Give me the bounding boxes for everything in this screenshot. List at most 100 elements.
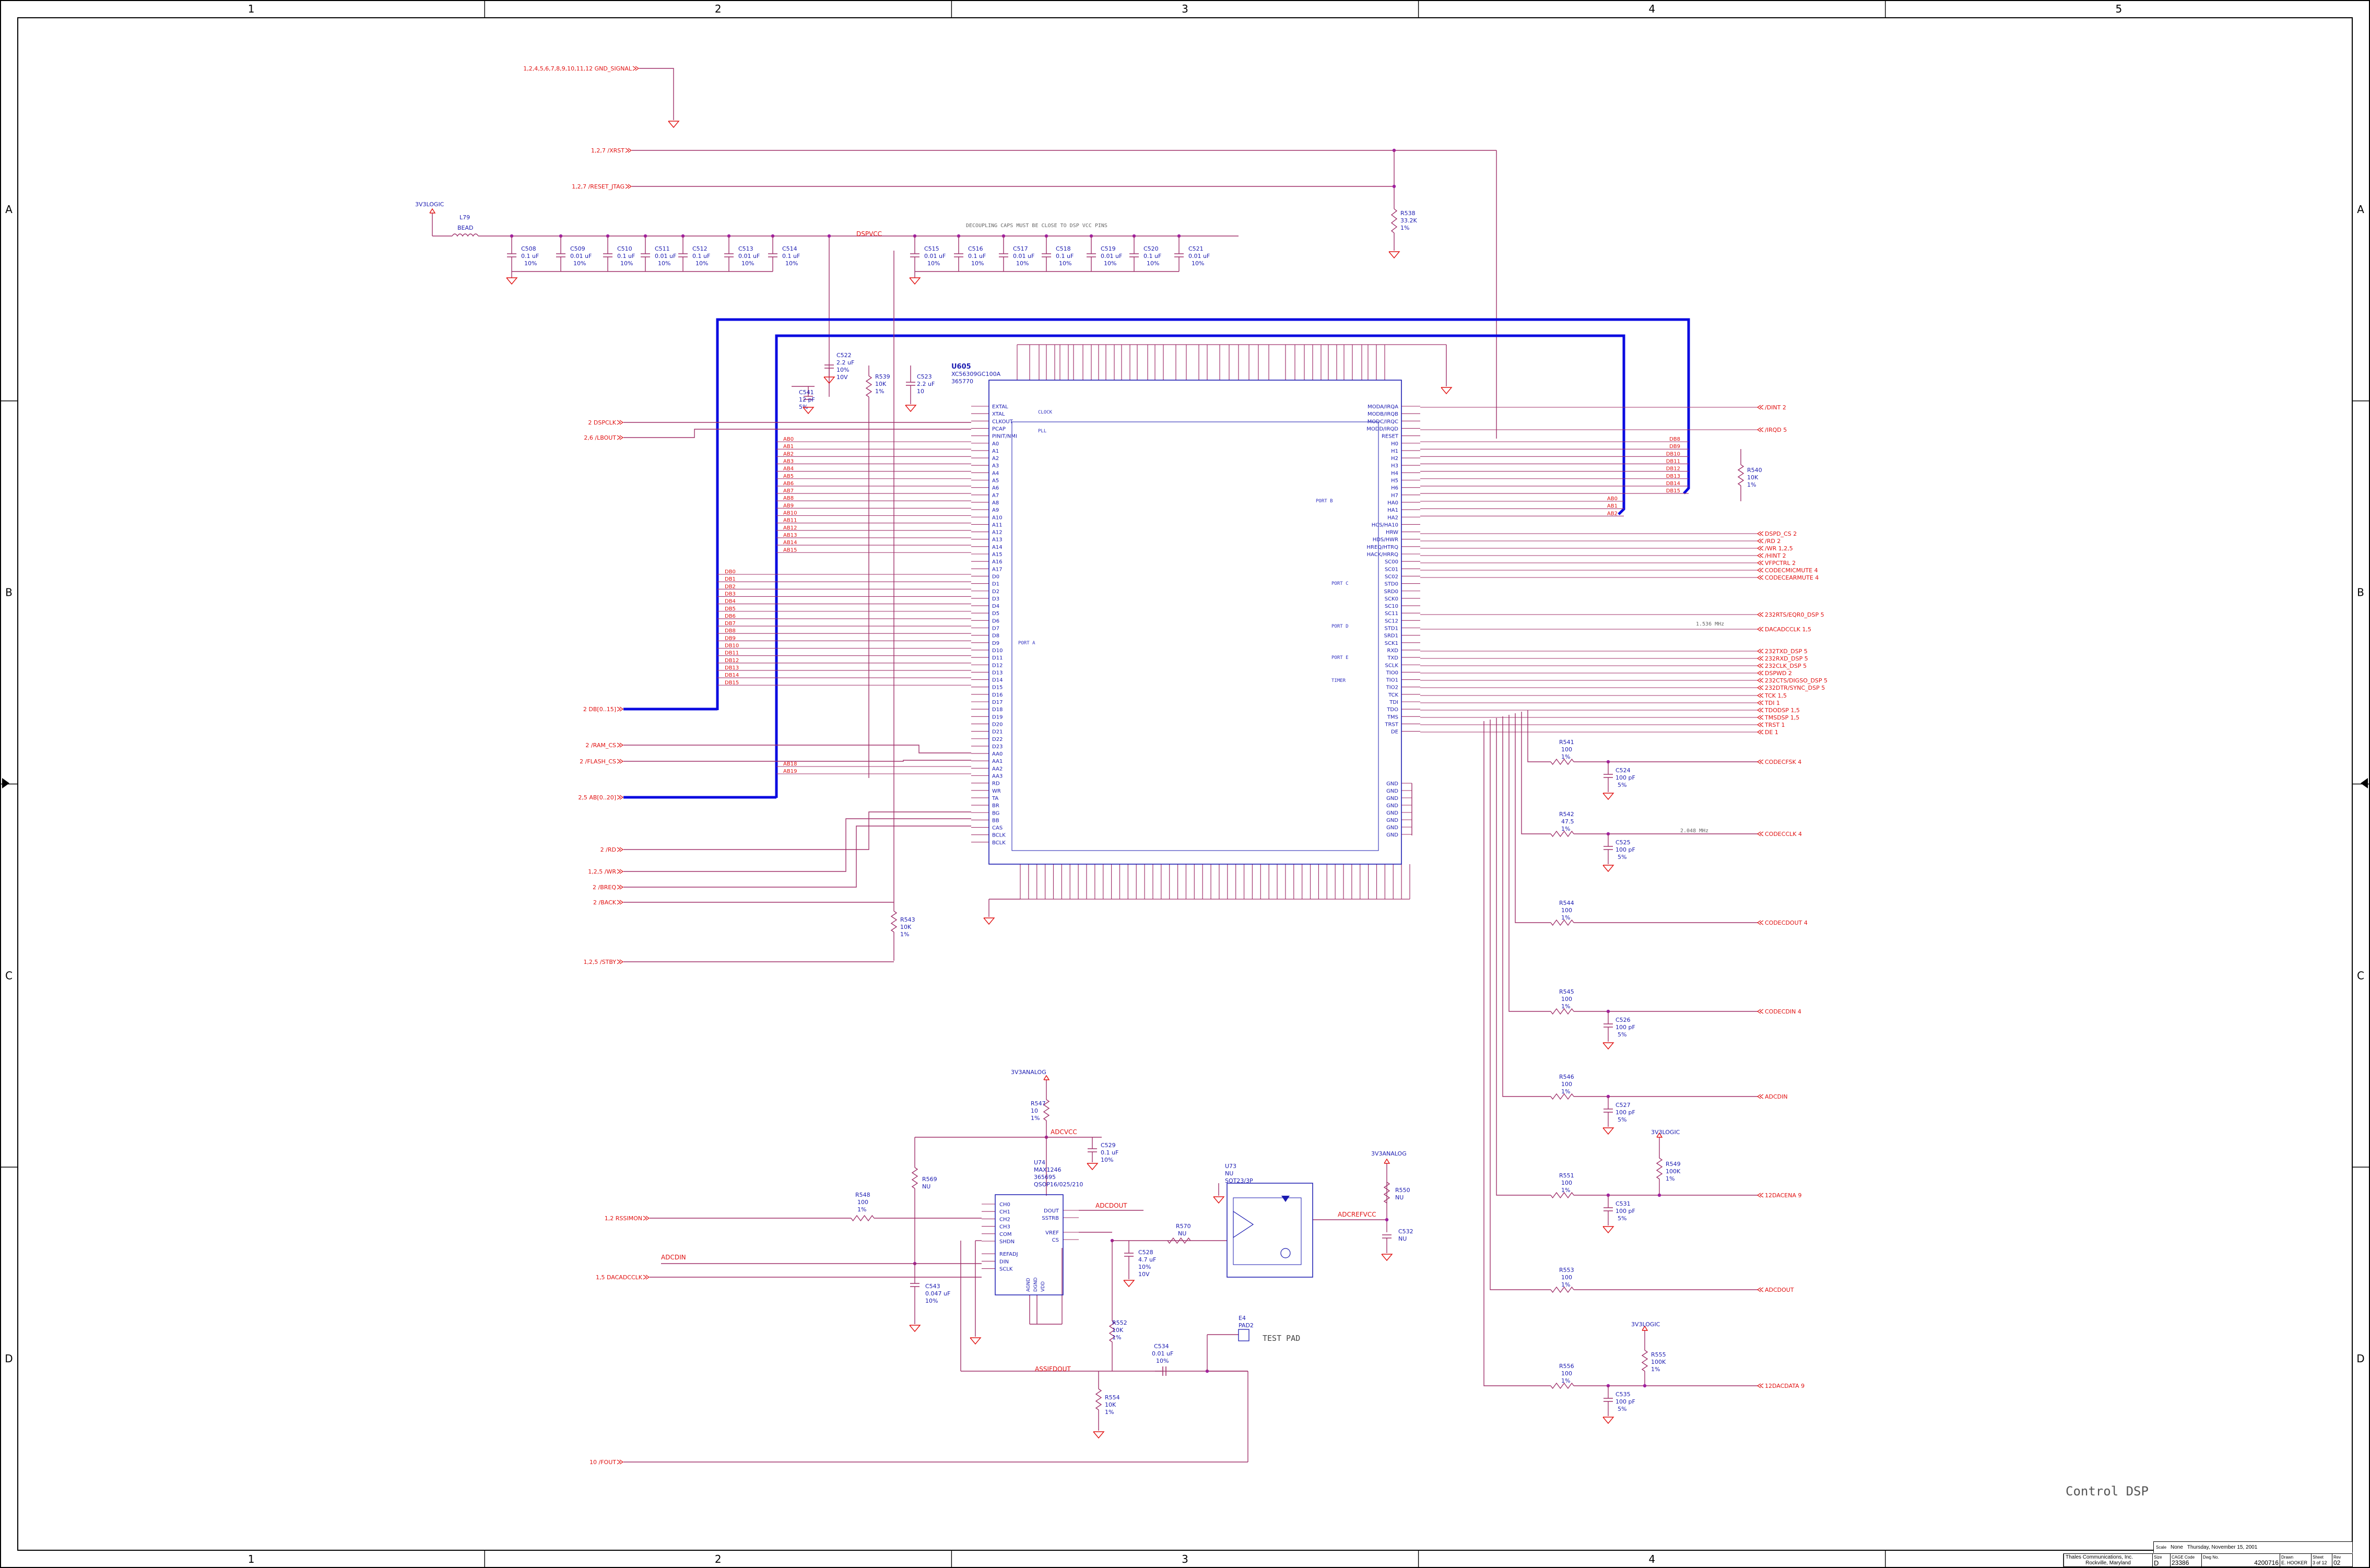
dsp-right-pin-name: MODB/IRQB (1367, 411, 1398, 417)
dsp-left-pin-name: A6 (992, 486, 999, 491)
ab-left-label: AB13 (783, 533, 797, 538)
dsp-left-pin-name: A2 (992, 456, 999, 462)
dsp-left-pin-name: AA1 (992, 759, 1003, 764)
cap-ref: C511 (655, 245, 670, 252)
dsp-left-pin-name: A11 (992, 522, 1003, 528)
column-label: 2 (715, 1553, 722, 1565)
right-port: TRST 1 (1764, 722, 1785, 728)
dsp-left-pin-name: BR (992, 803, 999, 809)
adc-bottom-pin: AGND (1026, 1278, 1031, 1292)
u73-pkg: SOT23/3P (1225, 1177, 1253, 1184)
dsp-left-pin-name: D4 (992, 604, 999, 609)
res-val: 100 (1561, 1370, 1572, 1377)
tb-sheet: 3 of 12 (2313, 1560, 2331, 1566)
resistor-symbol (1390, 208, 1398, 233)
wire (1483, 721, 1551, 1386)
port-arrow (632, 66, 637, 71)
right-port: /RD 2 (1765, 538, 1781, 545)
cap-value: 0.1 uF (617, 253, 635, 260)
row-label: C (5, 969, 13, 982)
dsp-left-pin-name: XTAL (992, 411, 1005, 417)
dsp-left-pin-name: BCLK (992, 840, 1006, 846)
ab-bus (775, 334, 1625, 798)
dsp-right-pin-name: HACK/HRRQ (1367, 552, 1399, 558)
ground-symbol (909, 1325, 921, 1333)
right-port: 232TXD_DSP 5 (1765, 648, 1808, 655)
dsp-port-label: PORT B (1316, 499, 1333, 504)
dsp-left-pin-name: WR (992, 788, 1001, 794)
port-arrow (1756, 678, 1761, 683)
port-arrow (1759, 831, 1764, 836)
dsp-port-label: PORT E (1331, 655, 1349, 661)
adcrefvcc-net: ADCREFVCC (1338, 1211, 1376, 1218)
dsp-left-pin-name: A12 (992, 530, 1003, 536)
r547-val: 10 (1031, 1107, 1038, 1114)
db-left-label: DB4 (725, 599, 736, 605)
dsp-left-pin-name: BG (992, 810, 999, 816)
c528-ref: C528 (1138, 1249, 1153, 1256)
ab-left-label: AB1 (783, 444, 794, 450)
port-arrow (1759, 920, 1764, 925)
cap-ref: C508 (521, 245, 536, 252)
port-arrow (617, 706, 621, 712)
adc-pin-name: CH1 (999, 1209, 1010, 1215)
port-arrow (1759, 656, 1764, 661)
wire (623, 826, 971, 888)
vref-box (1227, 1183, 1313, 1278)
port-arrow (617, 900, 621, 905)
res-val: 10K (900, 924, 912, 930)
port-arrow (1759, 678, 1764, 683)
ground-symbol (1123, 1280, 1135, 1288)
cap-ref: C516 (968, 245, 983, 252)
dsp-left-pin-name: D17 (992, 700, 1003, 705)
bead-value: BEAD (457, 225, 474, 231)
cap-tol: 10% (658, 260, 670, 267)
dsp-left-pin-name: A8 (992, 500, 999, 506)
dsp-left-pin-name: D6 (992, 618, 999, 624)
right-port: CODECEARMUTE 4 (1765, 574, 1819, 581)
cap-tol: 10% (836, 367, 849, 373)
ground-symbol (668, 121, 680, 128)
wire (623, 760, 971, 762)
c532-ref: C532 (1398, 1228, 1413, 1235)
port-arrow (617, 869, 621, 874)
port-arrow (617, 435, 621, 440)
right-port: /IRQD 5 (1765, 427, 1787, 433)
left-port: 2 /FLASH_CS (580, 758, 616, 765)
port-fout: 10 /FOUT (589, 1459, 616, 1466)
tb-size: D (2154, 1559, 2159, 1567)
right-port: 232RXD_DSP 5 (1765, 655, 1808, 662)
res-ref: R549 (1666, 1161, 1681, 1168)
port-arrow (1756, 560, 1761, 565)
left-port: 2 DSPCLK (588, 419, 616, 426)
dsp-left-pin-name: PCAP (992, 426, 1006, 432)
dsp-right-pin-name: H0 (1391, 441, 1398, 447)
wire (623, 429, 971, 438)
tb-scale: None (2171, 1545, 2183, 1550)
adc-pin-name: CH3 (999, 1224, 1010, 1230)
port-arrow (1759, 1094, 1764, 1099)
port-arrow (643, 1275, 647, 1280)
dsp-right-pin-name: SCK0 (1385, 596, 1398, 602)
ground-symbol (1602, 1417, 1614, 1424)
tb-cage-cell: CAGE Code 23386 (2171, 1554, 2202, 1566)
port-arrow (617, 885, 621, 890)
dsp-gnd-pin-name: GND (1386, 810, 1398, 816)
left-port: 2 /RAM_CS (585, 742, 616, 749)
dsp-left-pin-name: D7 (992, 626, 999, 632)
dsp-left-pin-name: D5 (992, 611, 999, 617)
dsp-left-pin-name: D11 (992, 655, 1003, 661)
res-ref: R555 (1651, 1351, 1666, 1358)
port-arrow (619, 885, 624, 890)
wire (1496, 718, 1551, 1196)
tb-drawn: E. HOOKER (2281, 1560, 2308, 1565)
dsp-right-pin-name: HREQ/HTRQ (1367, 545, 1399, 550)
resistor-symbol (1737, 464, 1744, 486)
center-arrow (2, 778, 9, 788)
cap-tol: 10% (1059, 260, 1071, 267)
tb-date: Thursday, November 15, 2001 (2187, 1545, 2258, 1550)
resistor-symbol (1550, 830, 1574, 838)
dsp-gnd-pin-name: GND (1386, 803, 1398, 809)
ab-left-label: AB8 (783, 496, 794, 501)
